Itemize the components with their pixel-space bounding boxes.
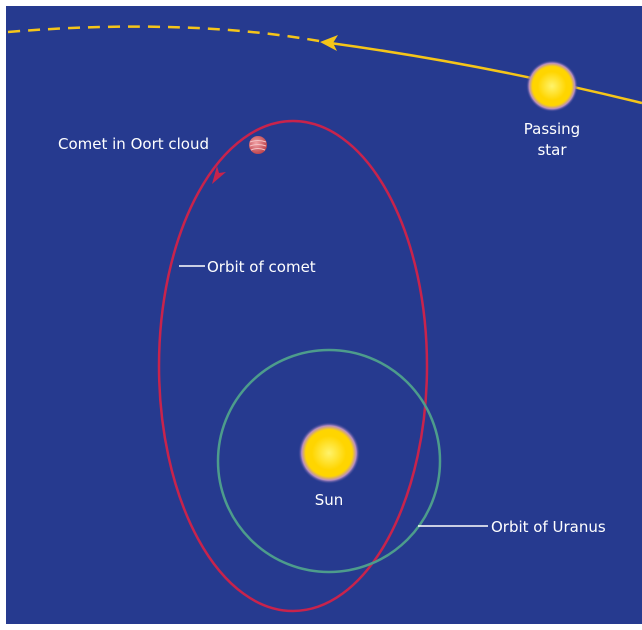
uranus-orbit	[216, 348, 442, 574]
space-background	[6, 6, 642, 624]
sun	[298, 422, 360, 484]
comet-stripes	[249, 140, 267, 151]
uranus-orbit-label: Orbit of Uranus	[491, 518, 606, 536]
passing-star-label-line2: star	[537, 141, 567, 159]
star-path-arrow-icon	[320, 35, 338, 51]
comet-orbit	[157, 119, 429, 613]
passing-star-path-dashed	[7, 25, 331, 45]
comet-orbit-label: Orbit of comet	[207, 258, 316, 276]
comet-orbit-arrow-icon	[212, 166, 226, 184]
passing-star-path	[329, 41, 642, 105]
passing-star	[526, 60, 578, 112]
comet-label: Comet in Oort cloud	[58, 135, 209, 153]
sun-label: Sun	[315, 491, 344, 509]
passing-star-label-line1: Passing	[524, 120, 580, 138]
